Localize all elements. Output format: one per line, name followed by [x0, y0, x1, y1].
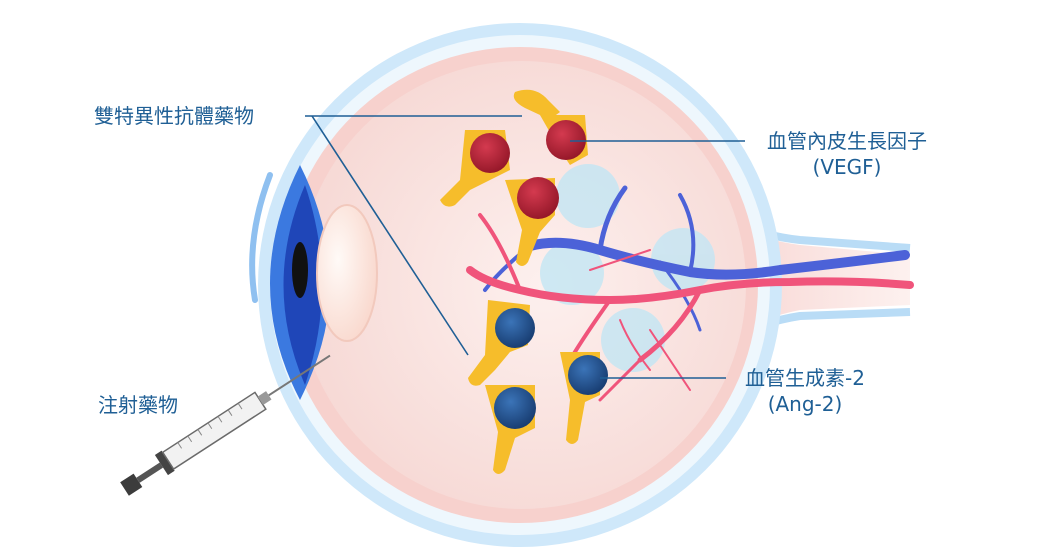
label-ang2-abbr: (Ang-2)	[767, 392, 843, 416]
antibody	[468, 300, 535, 386]
syringe-hub	[257, 391, 272, 405]
receptor-halo	[540, 241, 604, 305]
label-ang2: 血管生成素-2 (Ang-2)	[730, 365, 880, 417]
leader-lines	[305, 115, 745, 379]
receptor-halo	[556, 164, 620, 228]
pupil	[292, 242, 308, 298]
syringe-barrel	[161, 391, 267, 471]
antibody-vegf-cluster	[440, 89, 588, 266]
syringe-plunger-end	[120, 473, 143, 496]
receptor-halo	[651, 228, 715, 292]
vitreous	[298, 61, 746, 509]
ang2-molecule	[495, 308, 535, 348]
antibody	[440, 130, 510, 207]
anterior-segment	[249, 165, 378, 400]
label-vegf-abbr: (VEGF)	[812, 155, 882, 179]
receptor-halo	[601, 308, 665, 372]
ang2-molecule	[568, 355, 608, 395]
syringe	[120, 354, 331, 496]
antibody	[485, 385, 536, 474]
label-vegf: 血管內皮生長因子 (VEGF)	[752, 128, 942, 180]
label-ang2-name: 血管生成素-2	[745, 366, 865, 390]
syringe-flange	[154, 450, 175, 476]
syringe-plunger-rod	[136, 462, 164, 483]
syringe-needle	[268, 354, 331, 397]
antibody-ang2-cluster	[468, 300, 608, 474]
vegf-molecule	[517, 177, 559, 219]
receptor-halos	[540, 164, 715, 372]
antibody	[560, 352, 608, 444]
ang2-molecule	[494, 387, 536, 429]
label-bispecific-antibody: 雙特異性抗體藥物	[94, 104, 254, 128]
antibody	[505, 177, 559, 266]
lens	[316, 204, 378, 342]
blood-vessels	[466, 185, 914, 402]
label-injection: 注射藥物	[98, 393, 178, 417]
leader-line-antibody-bottom	[311, 115, 469, 356]
antibody	[513, 89, 560, 118]
vegf-molecule	[470, 133, 510, 173]
antibody	[540, 115, 588, 165]
vegf-molecule	[546, 120, 586, 160]
label-vegf-name: 血管內皮生長因子	[767, 129, 927, 153]
